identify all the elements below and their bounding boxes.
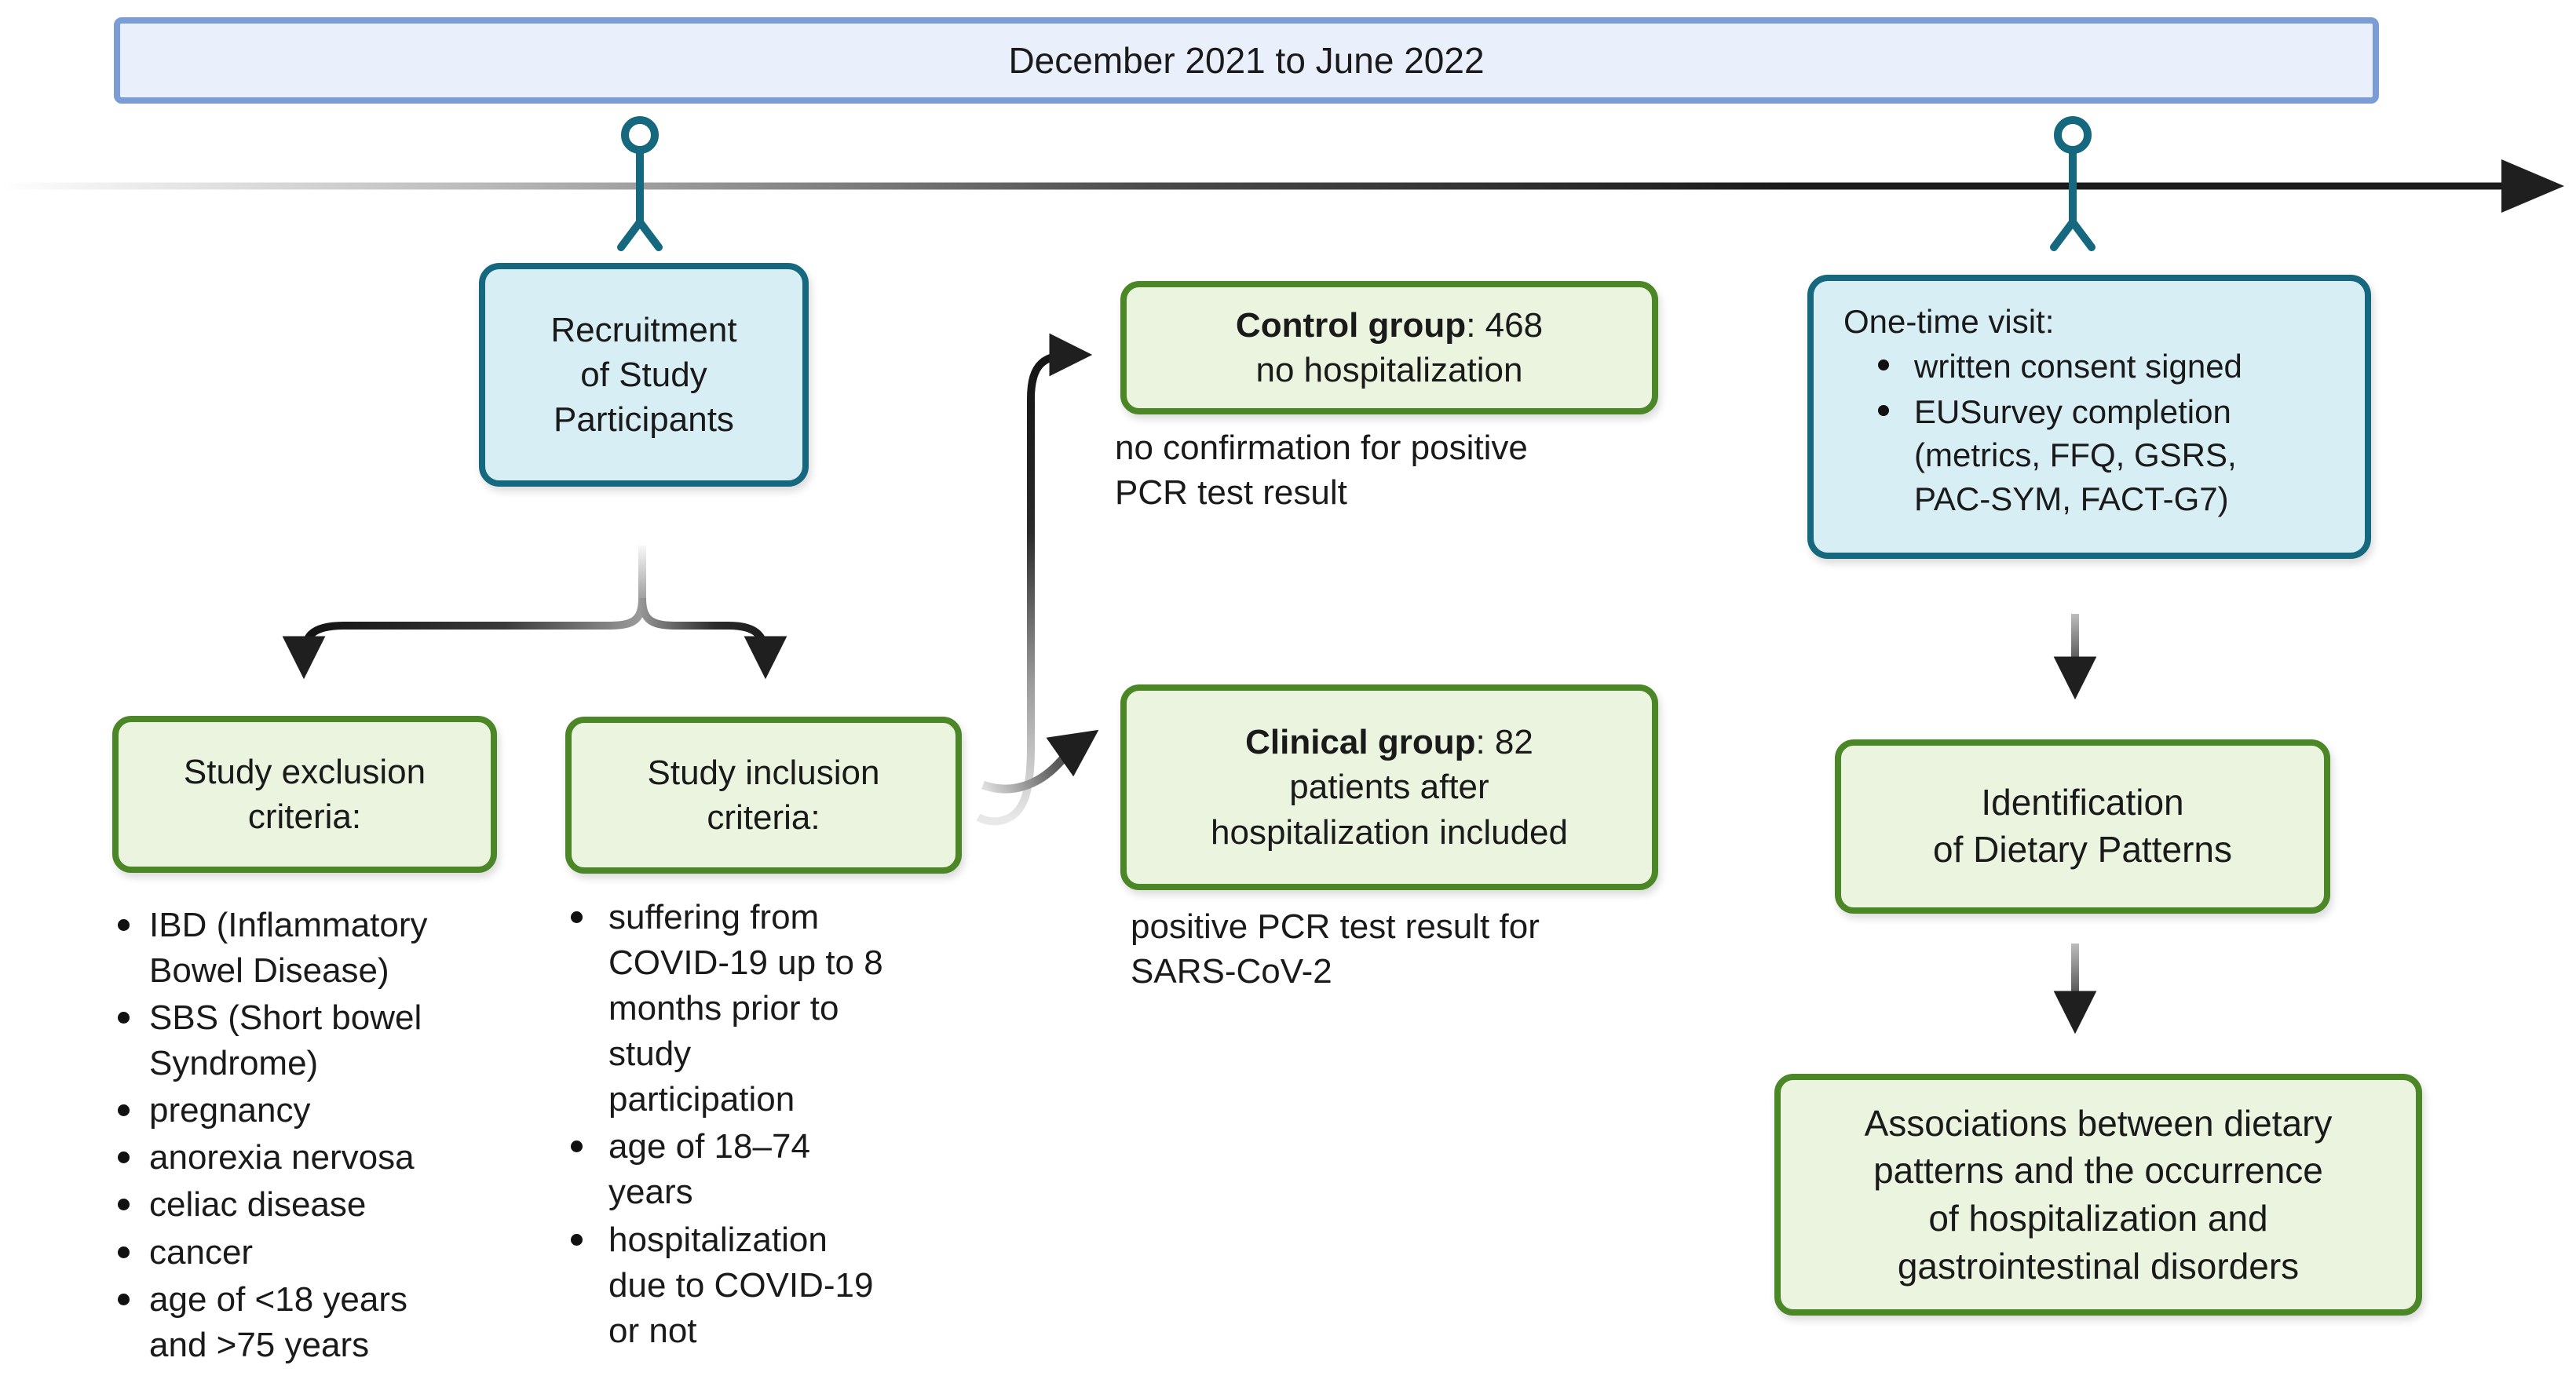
clinical-group-label: Clinical group: 82 patients after hospit…: [1211, 720, 1568, 855]
list-item: SBS (Short bowel Syndrome): [114, 995, 554, 1086]
control-group-caption: no confirmation for positive PCR test re…: [1115, 429, 1528, 513]
control-group-detail: : 468 no hospitalization: [1255, 305, 1544, 389]
clinical-group-name: Clinical group: [1245, 723, 1476, 762]
list-item: age of <18 years and >75 years: [114, 1277, 554, 1368]
list-item: IBD (Inflammatory Bowel Disease): [114, 903, 554, 994]
list-item: suffering from COVID-19 up to 8 months p…: [567, 895, 991, 1122]
associations-label: Associations between dietary patterns an…: [1864, 1102, 2333, 1287]
list-item: pregnancy: [114, 1088, 554, 1133]
clinical-group-detail: : 82 patients after hospitalization incl…: [1211, 723, 1568, 852]
timeline-banner: December 2021 to June 2022: [114, 17, 2379, 104]
recruitment-label: Recruitment of Study Participants: [550, 310, 737, 440]
timeline-pin-left-icon: [617, 116, 663, 251]
recruitment-box: Recruitment of Study Participants: [479, 263, 809, 487]
one-time-visit-title: One-time visit:: [1843, 303, 2055, 340]
inclusion-criteria-box: Study inclusion criteria:: [565, 717, 962, 874]
associations-box: Associations between dietary patterns an…: [1774, 1074, 2422, 1316]
list-item: anorexia nervosa: [114, 1135, 554, 1181]
control-group-label: Control group: 468 no hospitalization: [1236, 303, 1543, 392]
exclusion-criteria-list: IBD (Inflammatory Bowel Disease)SBS (Sho…: [114, 903, 554, 1370]
swirl-connector: [976, 333, 1099, 826]
timeline-arrow: [0, 159, 2564, 213]
list-item: age of 18–74 years: [567, 1124, 991, 1215]
exclusion-criteria-box: Study exclusion criteria:: [112, 716, 497, 873]
identification-label: Identification of Dietary Patterns: [1933, 782, 2232, 870]
split-connector: [282, 546, 787, 680]
list-item: written consent signed: [1870, 345, 2343, 388]
timeline-range-label: December 2021 to June 2022: [1008, 40, 1485, 81]
inclusion-criteria-list: suffering from COVID-19 up to 8 months p…: [567, 895, 991, 1356]
list-item: cancer: [114, 1230, 554, 1276]
control-group-box: Control group: 468 no hospitalization: [1120, 281, 1658, 414]
list-item: hospitalization due to COVID-19 or not: [567, 1217, 991, 1354]
exclusion-title: Study exclusion criteria:: [183, 752, 426, 836]
clinical-group-caption: positive PCR test result for SARS-CoV-2: [1131, 907, 1540, 991]
list-item: celiac disease: [114, 1182, 554, 1228]
timeline-pin-right-icon: [2050, 116, 2096, 251]
clinical-group-box: Clinical group: 82 patients after hospit…: [1120, 684, 1658, 890]
identification-box: Identification of Dietary Patterns: [1835, 739, 2330, 914]
control-group-name: Control group: [1235, 305, 1467, 345]
list-item: EUSurvey completion (metrics, FFQ, GSRS,…: [1870, 390, 2343, 520]
inclusion-title: Study inclusion criteria:: [647, 753, 880, 837]
